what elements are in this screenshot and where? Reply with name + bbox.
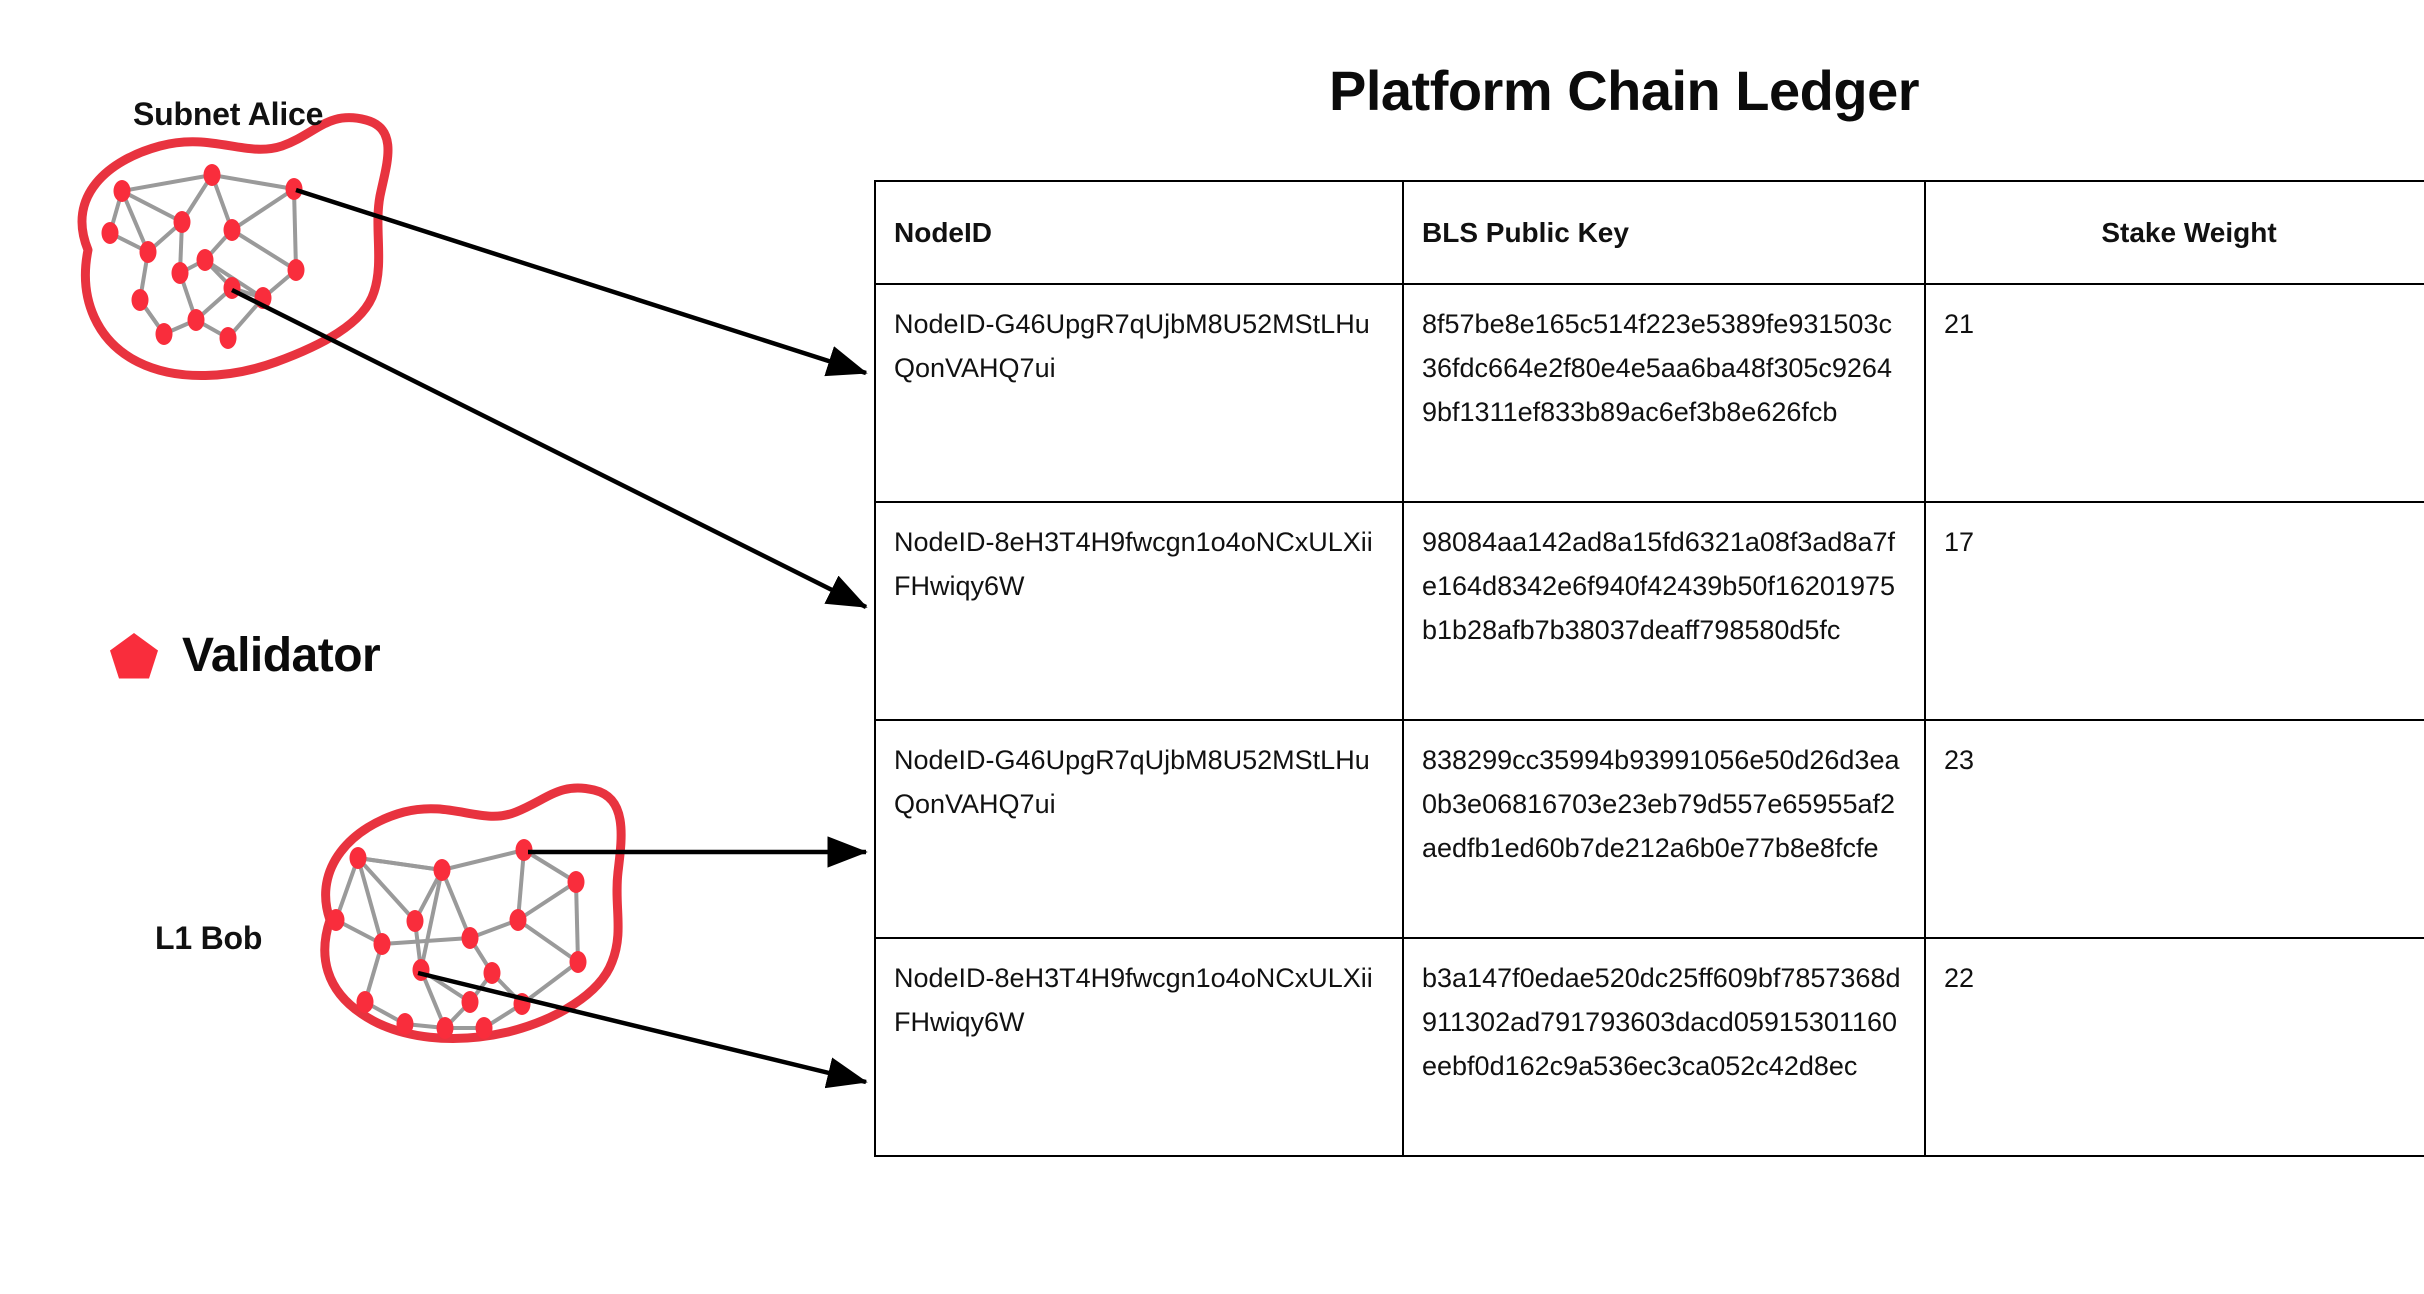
validator-node: [349, 847, 367, 869]
cell-stake-weight: 23: [1924, 719, 2424, 940]
validator-node: [327, 909, 345, 931]
cell-bls-public-key: b3a147f0edae520dc25ff609bf7857368d911302…: [1402, 937, 1926, 1158]
table-row: NodeID-G46UpgR7qUjbM8U52MStLHuQonVAHQ7ui…: [874, 719, 2424, 940]
validator-node: [171, 262, 189, 284]
cell-nodeid: NodeID-G46UpgR7qUjbM8U52MStLHuQonVAHQ7ui: [874, 719, 1404, 940]
validator-node: [567, 871, 585, 893]
validator-node: [569, 951, 587, 973]
table-row: NodeID-G46UpgR7qUjbM8U52MStLHuQonVAHQ7ui…: [874, 283, 2424, 504]
column-header-stake-weight: Stake Weight: [1924, 179, 2424, 286]
validator-node: [101, 222, 119, 244]
cell-nodeid: NodeID-G46UpgR7qUjbM8U52MStLHuQonVAHQ7ui: [874, 283, 1404, 504]
l1-bob-group: [320, 783, 626, 1043]
cell-nodeid: NodeID-8eH3T4H9fwcgn1o4oNCxULXiiFHwiqy6W: [874, 501, 1404, 722]
arrows: [230, 187, 868, 1089]
subnet-alice-group: [77, 113, 393, 381]
cell-nodeid: NodeID-8eH3T4H9fwcgn1o4oNCxULXiiFHwiqy6W: [874, 937, 1404, 1158]
arrow-alice-to-row2: [230, 287, 868, 610]
table-row: NodeID-8eH3T4H9fwcgn1o4oNCxULXiiFHwiqy6W…: [874, 501, 2424, 722]
cell-bls-public-key: 98084aa142ad8a15fd6321a08f3ad8a7fe164d83…: [1402, 501, 1926, 722]
cell-bls-public-key: 838299cc35994b93991056e50d26d3ea0b3e0681…: [1402, 719, 1926, 940]
validator-node: [433, 859, 451, 881]
subnet-alice-outline: [77, 113, 393, 381]
validator-node: [139, 241, 157, 263]
validator-node: [356, 991, 374, 1013]
subnet-alice-validators: [101, 164, 305, 349]
validator-node: [113, 180, 131, 202]
column-header-nodeid: NodeID: [874, 179, 1404, 286]
cell-stake-weight: 22: [1924, 937, 2424, 1158]
validator-node: [515, 839, 533, 861]
table-row: NodeID-8eH3T4H9fwcgn1o4oNCxULXiiFHwiqy6W…: [874, 937, 2424, 1158]
validator-node: [373, 933, 391, 955]
validator-legend-label: Validator: [182, 629, 381, 682]
validator-node: [223, 277, 241, 299]
subnet-alice-label: Subnet Alice: [133, 96, 324, 132]
validator-node: [173, 211, 191, 233]
validator-node: [287, 259, 305, 281]
cell-bls-public-key: 8f57be8e165c514f223e5389fe931503c36fdc66…: [1402, 283, 1926, 504]
column-header-bls-public-key: BLS Public Key: [1402, 179, 1926, 286]
validator-node: [461, 991, 479, 1013]
validator-node: [509, 909, 527, 931]
validator-node: [219, 327, 237, 349]
validator-node: [187, 309, 205, 331]
cell-stake-weight: 21: [1924, 283, 2424, 504]
validator-node: [131, 289, 149, 311]
validator-node: [475, 1017, 493, 1039]
validator-node: [412, 959, 430, 981]
platform-chain-ledger-table: NodeID BLS Public Key Stake Weight NodeI…: [874, 179, 2424, 1158]
cell-stake-weight: 17: [1924, 501, 2424, 722]
validator-node: [155, 323, 173, 345]
validator-node: [436, 1017, 454, 1039]
l1-bob-label: L1 Bob: [155, 920, 263, 956]
validator-node: [223, 219, 241, 241]
validator-node: [406, 910, 424, 932]
page-title: Platform Chain Ledger: [1328, 59, 1920, 122]
validator-node: [461, 927, 479, 949]
arrow-alice-to-row1: [295, 187, 868, 377]
validator-legend: Validator: [108, 628, 381, 683]
validator-node: [396, 1013, 414, 1035]
validator-node: [196, 249, 214, 271]
pentagon-icon: [110, 632, 158, 678]
validator-node: [203, 164, 221, 186]
arrow-bob-to-row4: [417, 970, 868, 1089]
table-header-row: NodeID BLS Public Key Stake Weight: [874, 179, 2424, 286]
validator-node: [483, 962, 501, 984]
validator-node: [285, 178, 303, 200]
